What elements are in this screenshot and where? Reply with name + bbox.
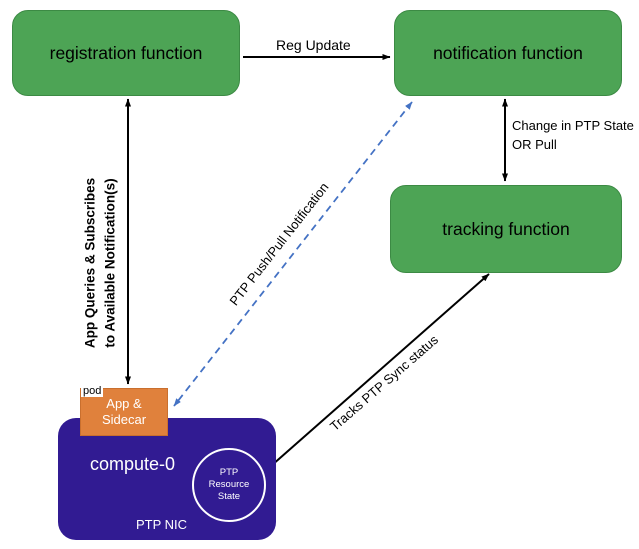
change-state-label: Change in PTP State OR Pull <box>512 117 638 155</box>
notification-function-node: notification function <box>394 10 622 96</box>
ptp-nic-label: PTP NIC <box>136 517 188 532</box>
ptp-resource-state-circle: PTP Resource State <box>192 448 266 522</box>
tracking-function-node: tracking function <box>390 185 622 273</box>
ptp-resource-line1: PTP <box>219 467 239 479</box>
app-queries-label: App Queries & Subscribes to Available No… <box>80 178 119 348</box>
compute-node-label: compute-0 <box>90 454 176 474</box>
notification-function-label: notification function <box>433 42 583 63</box>
ptp-resource-line3: State <box>217 490 241 502</box>
registration-function-label: registration function <box>49 42 203 63</box>
compute-node: compute-0 PTP NIC PTP Resource State <box>58 418 276 540</box>
registration-function-node: registration function <box>12 10 240 96</box>
ptp-resource-line2: Resource <box>208 479 250 491</box>
tracking-function-label: tracking function <box>442 218 570 239</box>
app-queries-line2: to Available Notification(s) <box>102 178 117 348</box>
app-sidecar-line2: Sidecar <box>101 412 147 427</box>
change-state-line2: OR Pull <box>512 136 557 152</box>
app-queries-line1: App Queries & Subscribes <box>82 177 98 349</box>
tracks-sync-arrow <box>262 273 490 474</box>
change-state-line1: Change in PTP State <box>512 118 634 133</box>
pod-tag-label: pod <box>81 385 104 398</box>
ptp-push-pull-arrow <box>173 101 413 407</box>
reg-update-label: Reg Update <box>276 37 351 53</box>
app-sidecar-line1: App & <box>106 396 142 412</box>
